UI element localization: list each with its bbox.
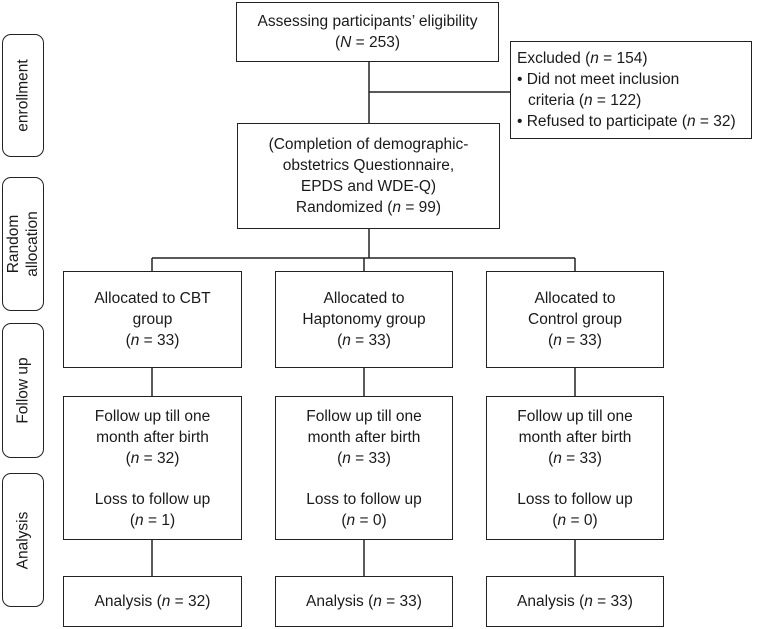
allocation-haptonomy-line-1: Allocated to (323, 290, 405, 307)
eligibility-count: (N = 253) (334, 34, 401, 51)
analysis-haptonomy-count: Analysis (n = 33) (306, 593, 422, 610)
followup-control-line-1: Follow up till one (517, 407, 633, 425)
stage-enrollment: enrollment (2, 34, 44, 157)
allocation-box-control: Allocated to Control group (n = 33) (486, 271, 664, 368)
loss-cbt-label: Loss to follow up (94, 490, 211, 508)
allocation-box-haptonomy: Allocated to Haptonomy group (n = 33) (275, 271, 453, 368)
eligibility-box: Assessing participants’ eligibility (N =… (236, 2, 499, 62)
followup-haptonomy-line-2: month after birth (307, 428, 421, 446)
loss-haptonomy-count: (n = 0) (341, 511, 387, 529)
excluded-refused: • Refused to participate (n = 32) (517, 113, 736, 130)
allocation-cbt-count: (n = 33) (125, 332, 180, 349)
analysis-cbt-count: Analysis (n = 32) (94, 593, 211, 610)
allocation-control-line-1: Allocated to (534, 290, 616, 307)
stage-enrollment-label: enrollment (14, 59, 32, 132)
followup-control-count: (n = 33) (548, 449, 602, 467)
analysis-box-cbt: Analysis (n = 32) (63, 576, 242, 627)
stage-random-allocation: Random allocation (2, 177, 44, 311)
followup-haptonomy-count: (n = 33) (337, 449, 391, 467)
excluded-box: Excluded (n = 154) • Did not meet inclus… (510, 41, 752, 139)
loss-control-label: Loss to follow up (517, 490, 633, 508)
stage-random-label-1: Random (5, 214, 22, 274)
excluded-criteria-count: criteria (n = 122) (528, 92, 642, 109)
randomized-box: (Completion of demographic- obstetrics Q… (237, 123, 500, 229)
allocation-haptonomy-count: (n = 33) (337, 332, 391, 349)
allocation-control-count: (n = 33) (548, 332, 602, 349)
randomized-count: Randomized (n = 99) (295, 199, 442, 216)
followup-box-control: Follow up till one month after birth (n … (486, 396, 664, 540)
loss-cbt-count: (n = 1) (129, 511, 176, 529)
excluded-title: Excluded (n = 154) (517, 50, 648, 67)
randomized-line-3: EPDS and WDE-Q) (300, 178, 437, 195)
stage-follow-up-label: Follow up (14, 357, 32, 424)
followup-box-cbt: Follow up till one month after birth (n … (63, 396, 242, 540)
allocation-control-line-2: Control group (528, 311, 622, 328)
analysis-box-haptonomy: Analysis (n = 33) (275, 576, 453, 627)
followup-haptonomy-line-1: Follow up till one (306, 407, 422, 425)
analysis-control-count: Analysis (n = 33) (517, 593, 633, 610)
loss-haptonomy-label: Loss to follow up (306, 490, 422, 508)
loss-control-count: (n = 0) (552, 511, 598, 529)
followup-cbt-line-2: month after birth (96, 428, 209, 446)
excluded-criteria: • Did not meet inclusion (517, 71, 680, 88)
followup-box-haptonomy: Follow up till one month after birth (n … (275, 396, 453, 540)
allocation-cbt-line-1: Allocated to CBT (94, 290, 211, 307)
eligibility-title: Assessing participants’ eligibility (257, 13, 478, 30)
analysis-box-control: Analysis (n = 33) (486, 576, 664, 627)
allocation-haptonomy-line-2: Haptonomy group (302, 311, 426, 328)
allocation-box-cbt: Allocated to CBT group (n = 33) (63, 271, 242, 368)
stage-analysis-label: Analysis (14, 511, 32, 569)
followup-cbt-line-1: Follow up till one (94, 407, 211, 425)
allocation-cbt-line-2: group (132, 311, 173, 328)
randomized-line-2: obstetrics Questionnaire, (282, 157, 455, 174)
randomized-line-1: (Completion of demographic- (268, 136, 469, 153)
stage-analysis: Analysis (2, 473, 44, 607)
followup-control-line-2: month after birth (518, 428, 632, 446)
stage-random-label-2: allocation (24, 211, 41, 277)
followup-cbt-count: (n = 32) (125, 449, 180, 467)
stage-follow-up: Follow up (2, 323, 44, 458)
